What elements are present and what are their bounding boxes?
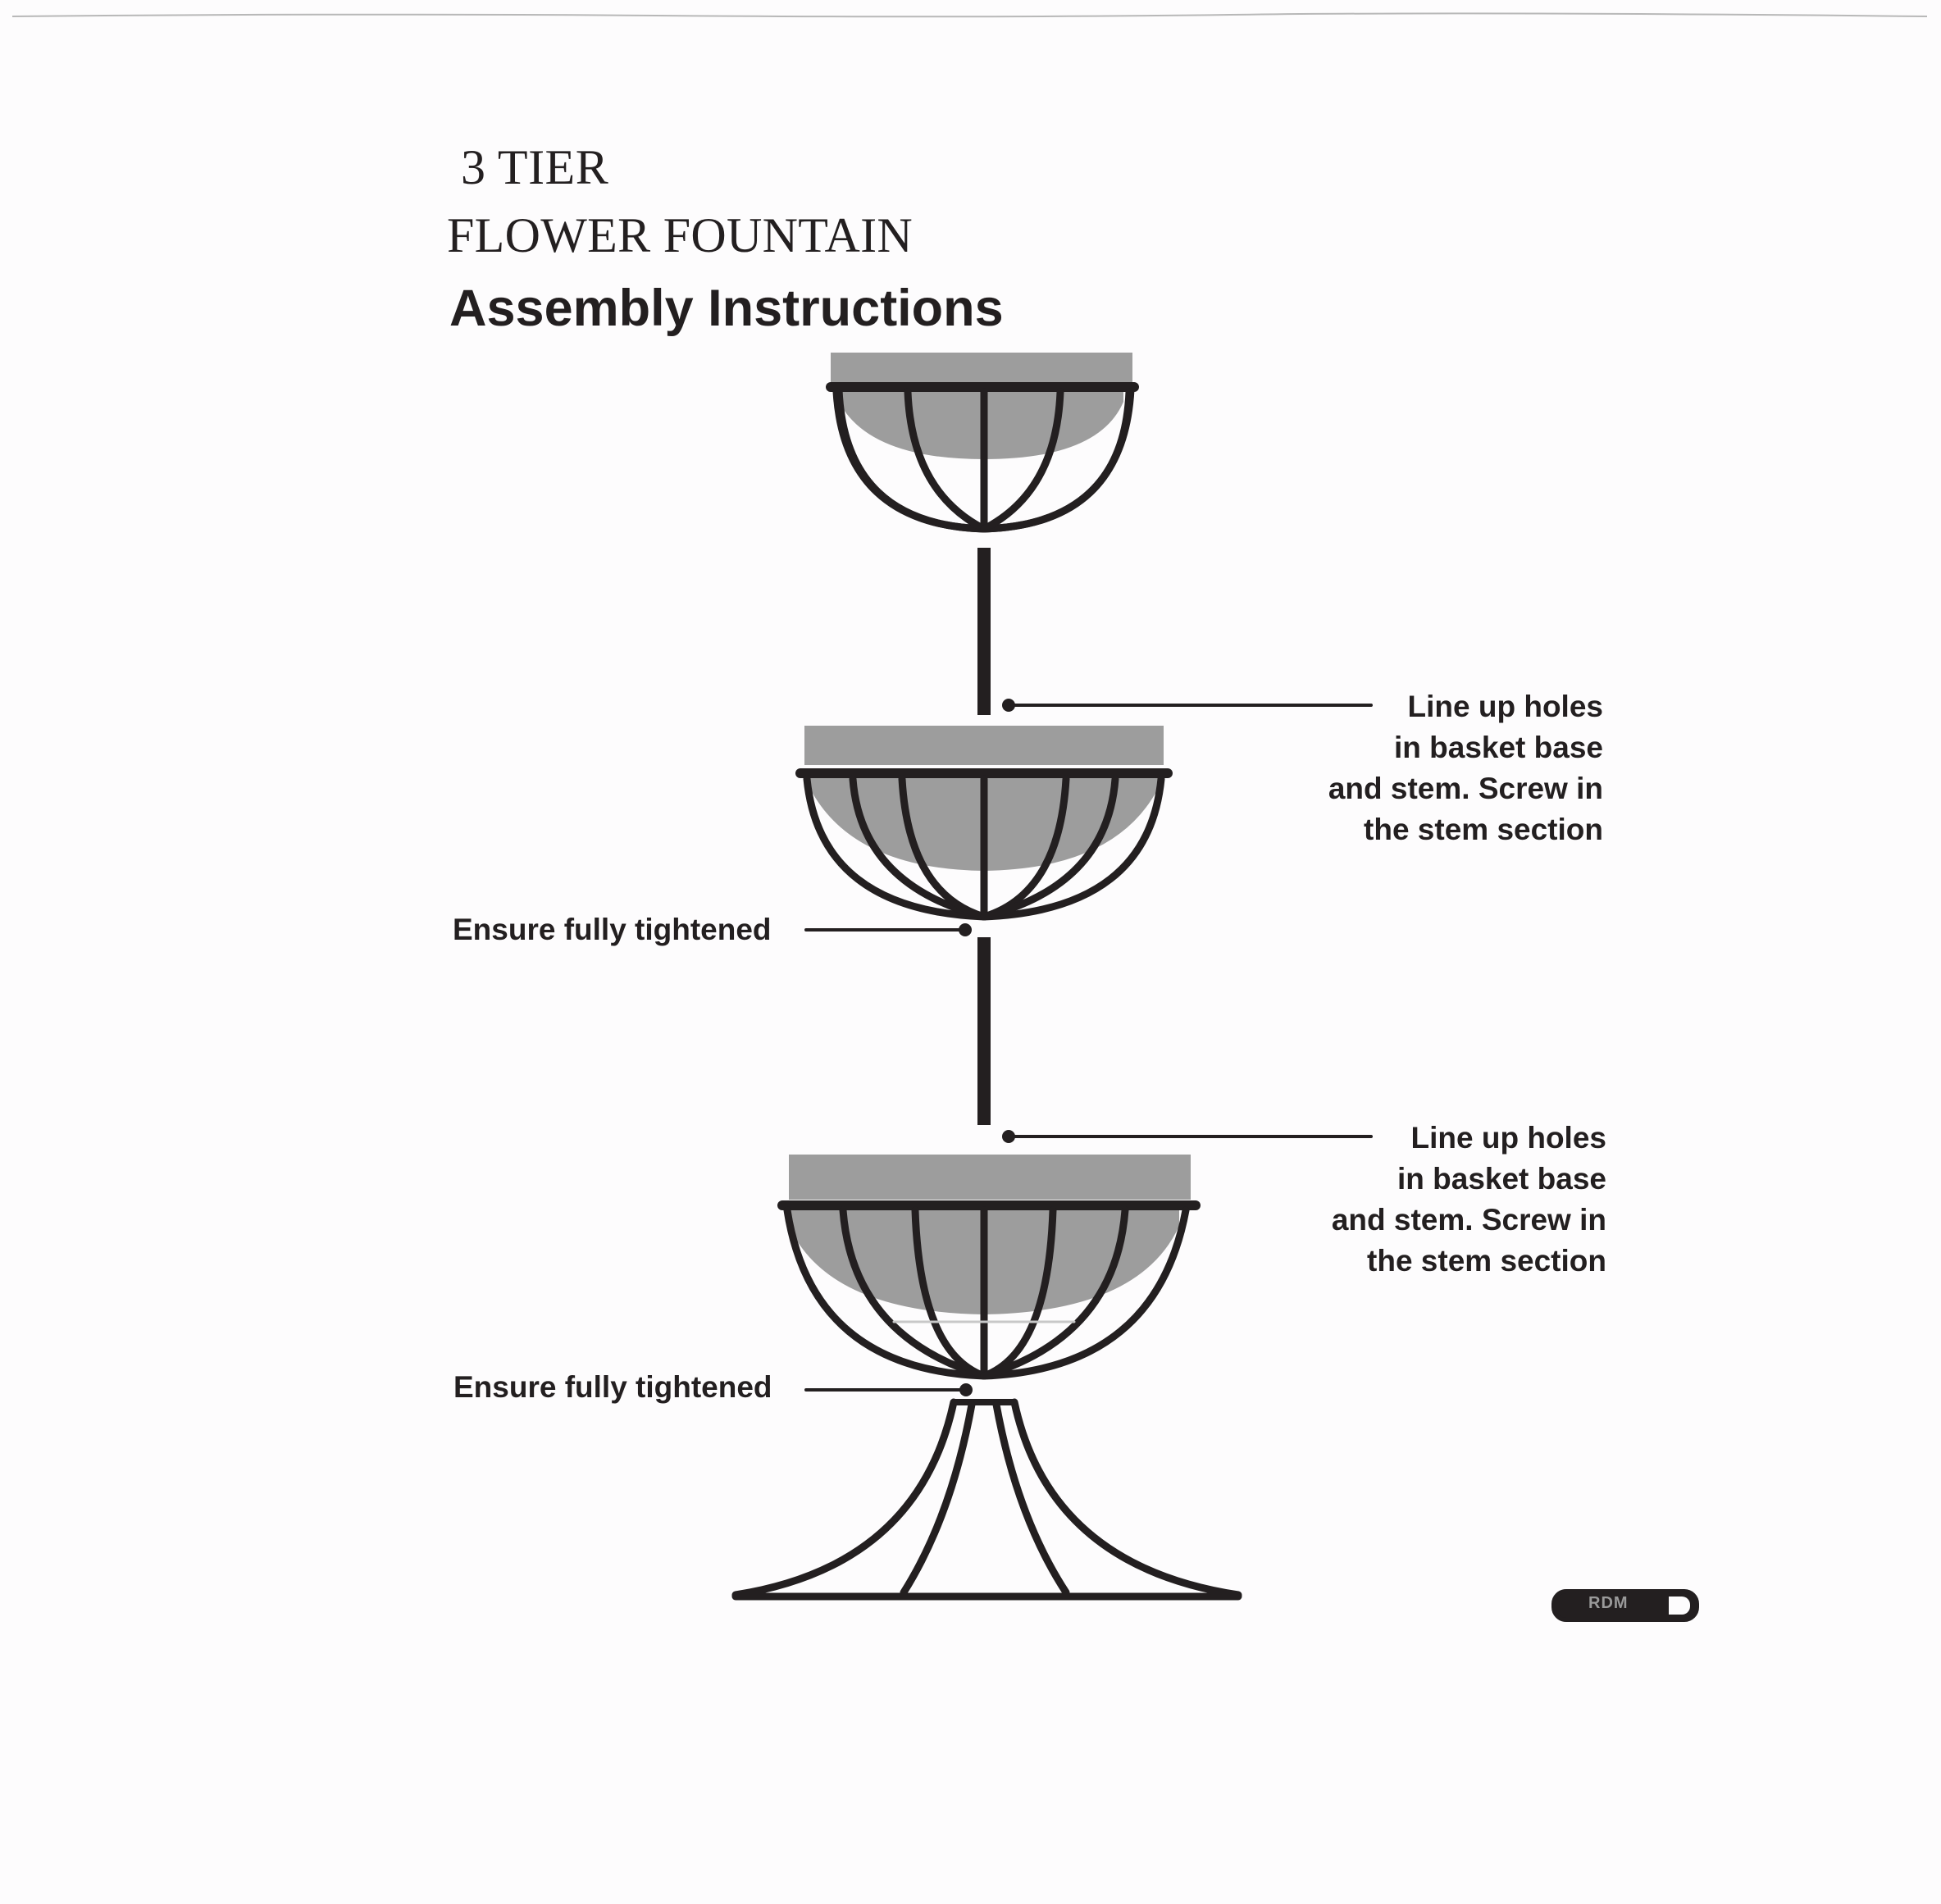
bottom-basket: [777, 1155, 1201, 1380]
callout-line: the stem section: [1367, 1244, 1606, 1278]
callout-ensure-tightened-upper: Ensure fully tightened: [453, 913, 772, 946]
title-line-1: 3 TIER: [461, 140, 609, 194]
brand-logo: RDM: [1551, 1589, 1699, 1622]
callout-line: in basket base: [1397, 1162, 1606, 1196]
callout-line: Line up holes: [1407, 690, 1603, 723]
callout-line: in basket base: [1393, 731, 1603, 764]
callout-line-up-holes-lower: Line up holes in basket base and stem. S…: [1332, 1118, 1606, 1282]
scan-top-edge: [11, 12, 1928, 18]
callout-ensure-tightened-lower: Ensure fully tightened: [453, 1370, 772, 1404]
callout-line-up-holes-upper: Line up holes in basket base and stem. S…: [1328, 686, 1603, 850]
top-basket: [826, 353, 1139, 533]
callout-line: and stem. Screw in: [1331, 1203, 1606, 1237]
callout-line: Line up holes: [1410, 1121, 1606, 1155]
leader-dots: [959, 699, 1015, 1396]
title-line-2: FLOWER FOUNTAIN: [447, 208, 913, 262]
callout-line: and stem. Screw in: [1328, 772, 1603, 805]
subtitle: Assembly Instructions: [449, 280, 1004, 337]
brand-logo-text: RDM: [1588, 1594, 1629, 1612]
callout-line: the stem section: [1364, 813, 1603, 846]
leader-lines: [804, 704, 1373, 1392]
base-stand: [731, 1398, 1242, 1601]
middle-basket: [795, 726, 1173, 921]
